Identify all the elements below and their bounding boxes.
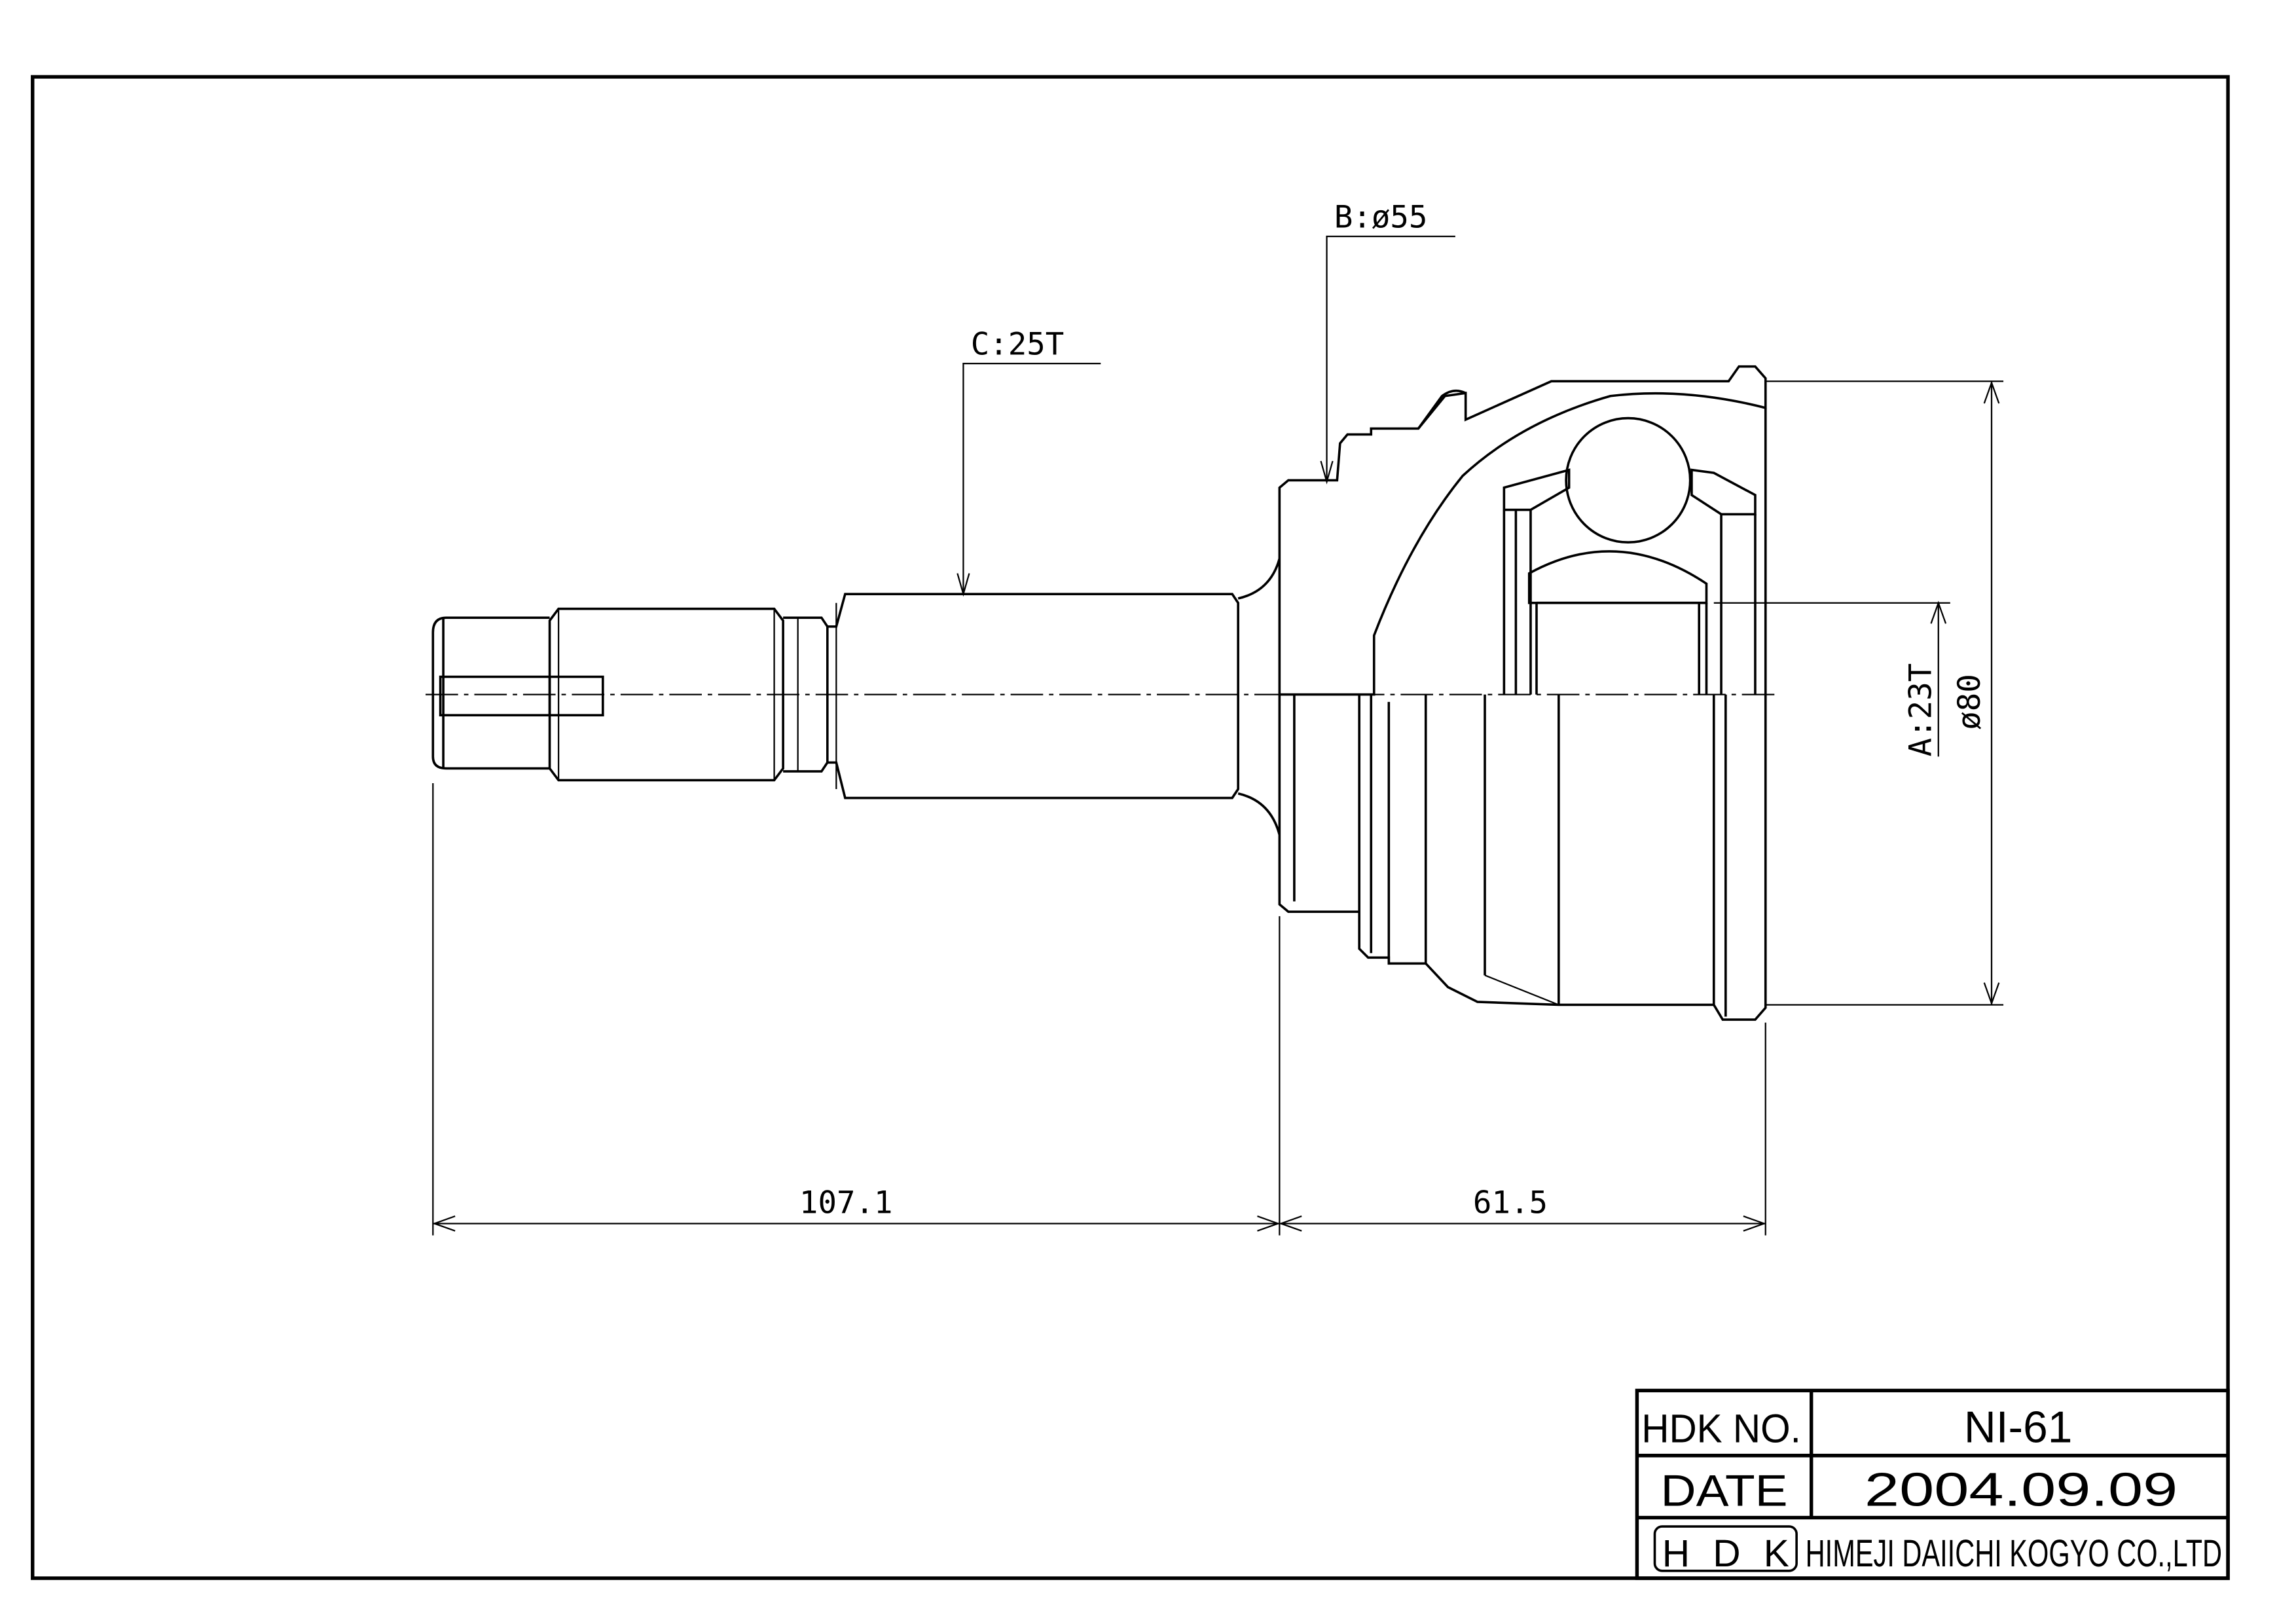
- label-diameter-outer: ø80: [1952, 674, 1988, 730]
- title-block: HDK NO. NI-61 DATE 2004.09.09 HDK HIMEJI…: [1635, 1388, 2230, 1580]
- label-diameter-b: B:ø55: [1334, 200, 1428, 236]
- ball: [1565, 416, 1692, 544]
- label-spline-c: C:25T: [971, 327, 1065, 363]
- shaft: [431, 558, 1281, 836]
- dimension-lengths: 107.1 61.5: [432, 783, 1766, 1236]
- label-spline-a: A:23T: [1903, 663, 1939, 757]
- outer-race-exterior: [1278, 694, 1767, 1021]
- drawing-border: [31, 75, 2230, 1580]
- hdk-logo: HDK: [1662, 1532, 1789, 1575]
- date-label: DATE: [1661, 1466, 1788, 1515]
- part-no-label: HDK NO.: [1641, 1406, 1801, 1450]
- date-value: 2004.09.09: [1865, 1464, 2178, 1516]
- dim-shaft-length: 107.1: [799, 1185, 893, 1221]
- keyway: [439, 675, 604, 716]
- leader-b: B:ø55: [1320, 200, 1455, 485]
- part-no: NI-61: [1964, 1403, 2073, 1452]
- company-name: HIMEJI DAIICHI KOGYO CO.,LTD: [1806, 1532, 2222, 1575]
- leader-c: C:25T: [957, 327, 1101, 597]
- dim-bell-length: 61.5: [1473, 1185, 1548, 1221]
- outer-race-section: [1278, 365, 1767, 696]
- dimension-diameters: A:23T ø80: [1713, 380, 2004, 1006]
